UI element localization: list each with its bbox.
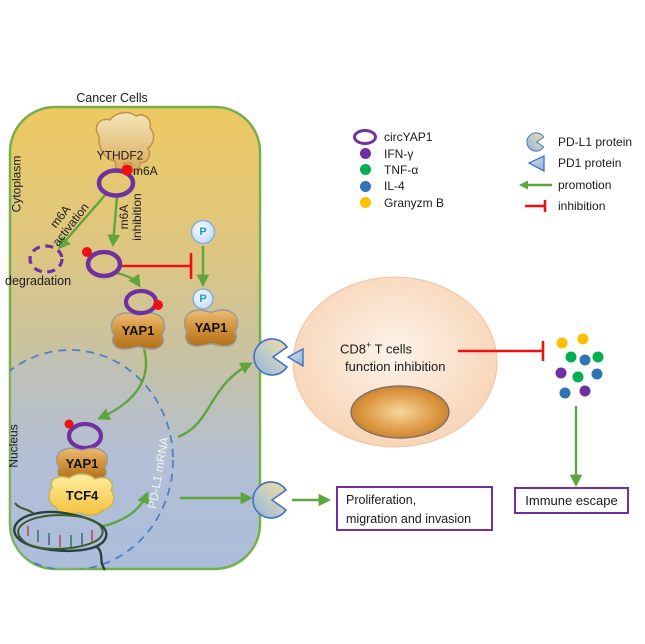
legend-item-pdl1-protein: PD-L1 protein	[518, 131, 632, 153]
cytokine-dot	[556, 337, 568, 349]
legend-item-promotion: promotion	[518, 174, 632, 196]
circyap1-ring-icon	[353, 129, 377, 146]
phosphate-circle-lower	[192, 288, 214, 310]
inhibition-line-circyap1-phospho	[122, 253, 193, 279]
m6a-inhibition-label: m6A inhibition	[116, 193, 144, 241]
legend-item-granzyme-b: Granyzm B	[352, 195, 444, 211]
pd1-protein-icon	[527, 155, 545, 173]
promotion-arrow-yap1-to-nucleus	[97, 348, 148, 420]
circyap1-circle-mid	[85, 249, 123, 279]
cd8-tcell-nucleus	[350, 385, 450, 439]
promotion-arrow-m6a-activation	[57, 193, 107, 250]
yap1-label-left: YAP1	[121, 322, 155, 338]
yap1-label-phospho: YAP1	[194, 319, 228, 335]
legend-item-ifn-gamma: IFN-γ	[352, 145, 444, 161]
il4-dot-icon	[359, 180, 371, 192]
legend-item-tnf-alpha: TNF-α	[352, 162, 444, 178]
cytokine-dot	[579, 354, 591, 366]
pdl1-protein-lower	[252, 481, 287, 519]
inhibition-bar-icon	[525, 200, 547, 213]
ythdf2-label: YTHDF2	[96, 148, 144, 163]
degradation-label: degradation	[5, 274, 72, 288]
cytokine-dot	[591, 368, 603, 380]
inhibition-line-tcell-cytokines	[458, 341, 545, 361]
promotion-arrow-mrna-to-pdl1-upper	[177, 362, 253, 439]
circyap1-circle-top	[96, 168, 136, 198]
cytokine-dot	[577, 333, 589, 345]
legend-proteins-arrows: PD-L1 protein PD1 protein promotion inhi…	[518, 131, 632, 217]
legend-item-il4: IL-4	[352, 178, 444, 194]
pdl1-protein-upper	[253, 338, 288, 376]
promotion-arrow-icon	[519, 180, 552, 190]
legend-item-inhibition: inhibition	[518, 196, 632, 218]
promotion-arrow-m6a-inhibition	[107, 196, 121, 248]
dna-helix	[13, 502, 108, 571]
legend-item-pd1-protein: PD1 protein	[518, 153, 632, 175]
cytoplasm-label: Cytoplasm	[9, 155, 24, 213]
phosphate-label-upper: P	[199, 225, 207, 238]
inhibition-lines	[122, 253, 545, 361]
legend-item-circyap1: circYAP1	[352, 129, 444, 146]
yap1-label-nucleus: YAP1	[65, 455, 99, 471]
m6a-dot-top	[121, 164, 133, 176]
m6a-dot-on-yap1	[153, 300, 163, 310]
cytokine-dot	[592, 351, 604, 363]
m6a-label: m6A	[133, 164, 158, 178]
tcf4-protein	[48, 473, 115, 516]
cytokine-dots-cluster	[555, 333, 604, 399]
ifn-gamma-dot-icon	[359, 148, 371, 160]
promotion-arrow-dna-to-mrna	[99, 491, 150, 529]
proliferation-box: Proliferation, migration and invasion	[336, 486, 493, 531]
pdl1-protein-icon	[526, 132, 545, 152]
promotion-arrows	[57, 193, 583, 529]
m6a-dot-mid	[82, 247, 92, 257]
cytokine-dot	[565, 351, 577, 363]
tnf-alpha-dot-icon	[359, 164, 371, 176]
immune-escape-box: Immune escape	[514, 487, 629, 514]
cytokine-dot	[579, 385, 591, 397]
circyap1-degraded-circle	[28, 244, 64, 274]
tcf4-label: TCF4	[65, 487, 99, 503]
nucleus-label: Nucleus	[6, 424, 21, 468]
cytokine-dot	[555, 367, 567, 379]
m6a-dot-nucleus	[64, 419, 74, 429]
cd8-tcell-text: CD8+ T cells function inhibition	[340, 340, 446, 374]
circyap1-circle-nucleus	[66, 421, 104, 451]
granzyme-b-dot-icon	[359, 197, 371, 209]
phosphate-label-lower: P	[199, 292, 207, 305]
cytokine-dot	[559, 387, 571, 399]
phosphate-circle-upper	[190, 219, 216, 245]
cancer-cells-title: Cancer Cells	[76, 91, 148, 106]
legend-cytokines: circYAP1 IFN-γ TNF-α IL-4 Granyzm B	[352, 129, 444, 211]
cytokine-dot	[572, 371, 584, 383]
